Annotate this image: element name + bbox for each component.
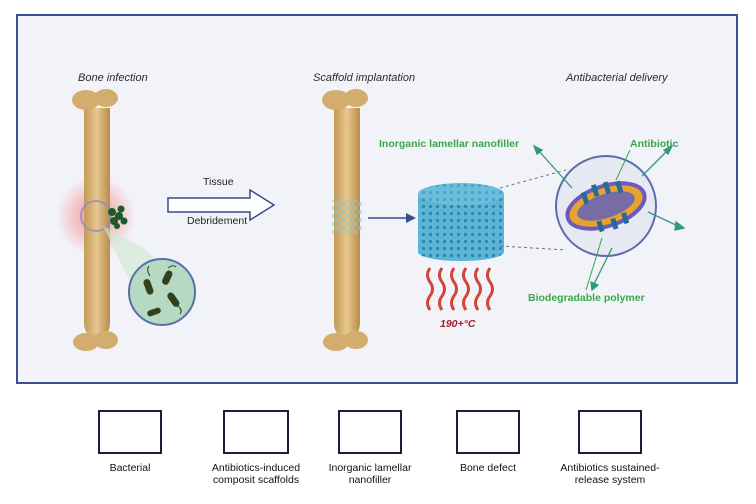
legend-box-bacteria — [98, 410, 162, 454]
heat-waves-icon — [426, 267, 494, 311]
legend-box-nanofiller — [338, 410, 402, 454]
legend-caption-nanofiller: Inorganic lamellar nanofiller — [328, 462, 412, 486]
legend-box-release-system — [578, 410, 642, 454]
implant-arrow — [368, 213, 416, 223]
stage-title-antibacterial-delivery: Antibacterial delivery — [566, 72, 668, 84]
arrow-label-tissue: Tissue — [203, 176, 234, 188]
bacteria-cluster — [108, 205, 128, 229]
legend-caption-bone: Bone defect — [459, 462, 517, 474]
arrow-label-debridement: Debridement — [187, 215, 248, 227]
legend-box-scaffold — [223, 410, 289, 454]
stage-title-scaffold-implantation: Scaffold implantation — [313, 72, 416, 84]
label-biodegradable-polymer: Biodegradable polymer — [528, 292, 645, 304]
release-system-magnified — [555, 155, 657, 257]
bacteria-magnified-view — [128, 258, 196, 326]
legend-box-bone — [456, 410, 520, 454]
debridement-arrow — [167, 188, 276, 222]
label-temperature: 190+°C — [440, 318, 476, 330]
nanofiller-cylinder — [418, 183, 504, 261]
infected-bone-illustration — [56, 89, 136, 351]
legend-caption-scaffold: Antibiotics-induced composit scaffolds — [211, 462, 301, 486]
label-antibiotic: Antibiotic — [630, 138, 679, 150]
legend-caption-release-system: Antibiotics sustained- release system — [560, 462, 660, 486]
label-nanofiller: Inorganic lamellar nanofiller — [379, 138, 520, 150]
stage-title-bone-infection: Bone infection — [78, 72, 148, 84]
legend-caption-bacteria: Bacterial — [109, 462, 151, 474]
scaffold-bone-illustration — [322, 89, 368, 351]
